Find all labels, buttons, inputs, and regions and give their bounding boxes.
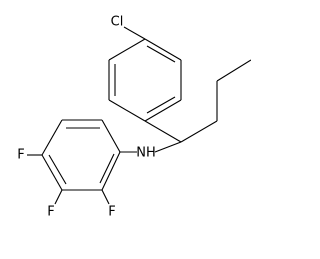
bond-l1-l2 [101, 119, 121, 153]
bond-c2-c3-chain [216, 59, 251, 82]
bond-ch-c1 [180, 120, 218, 143]
bond-c1-c2 [144, 38, 182, 61]
bond-l6-l1 [101, 151, 121, 191]
bond-ch-nh [154, 141, 182, 153]
bond-c-f3 [101, 189, 110, 205]
bond-ring-ch [144, 120, 182, 143]
bond-c3-c4 [144, 99, 182, 122]
bond-c4-c5 [108, 99, 146, 122]
atom-label-chlorine: Cl [111, 15, 124, 30]
molecule-structure-drawing: Cl NH F F F [17, 15, 251, 220]
bond-c-f2 [54, 189, 63, 205]
bond-inner-top-1 [146, 45, 176, 63]
bond-inner-bottom-2 [48, 154, 67, 185]
atom-labels: Cl NH F F F [17, 15, 155, 220]
bond-l3-l4 [41, 119, 63, 156]
bond-inner-top-2 [146, 96, 176, 114]
bond-c6-c1 [108, 38, 146, 61]
atom-label-fluorine-3: F [108, 205, 115, 220]
bond-cl-c1 [123, 26, 146, 40]
bonds [27, 26, 251, 205]
bond-l4-l5 [41, 154, 63, 191]
molecule-structure-figure: Cl NH F F F [17, 14, 251, 220]
atom-label-amine: NH [136, 146, 156, 161]
bond-inner-bottom-3 [99, 153, 115, 184]
atom-label-fluorine-1: F [17, 148, 24, 163]
atom-label-fluorine-2: F [47, 205, 54, 220]
